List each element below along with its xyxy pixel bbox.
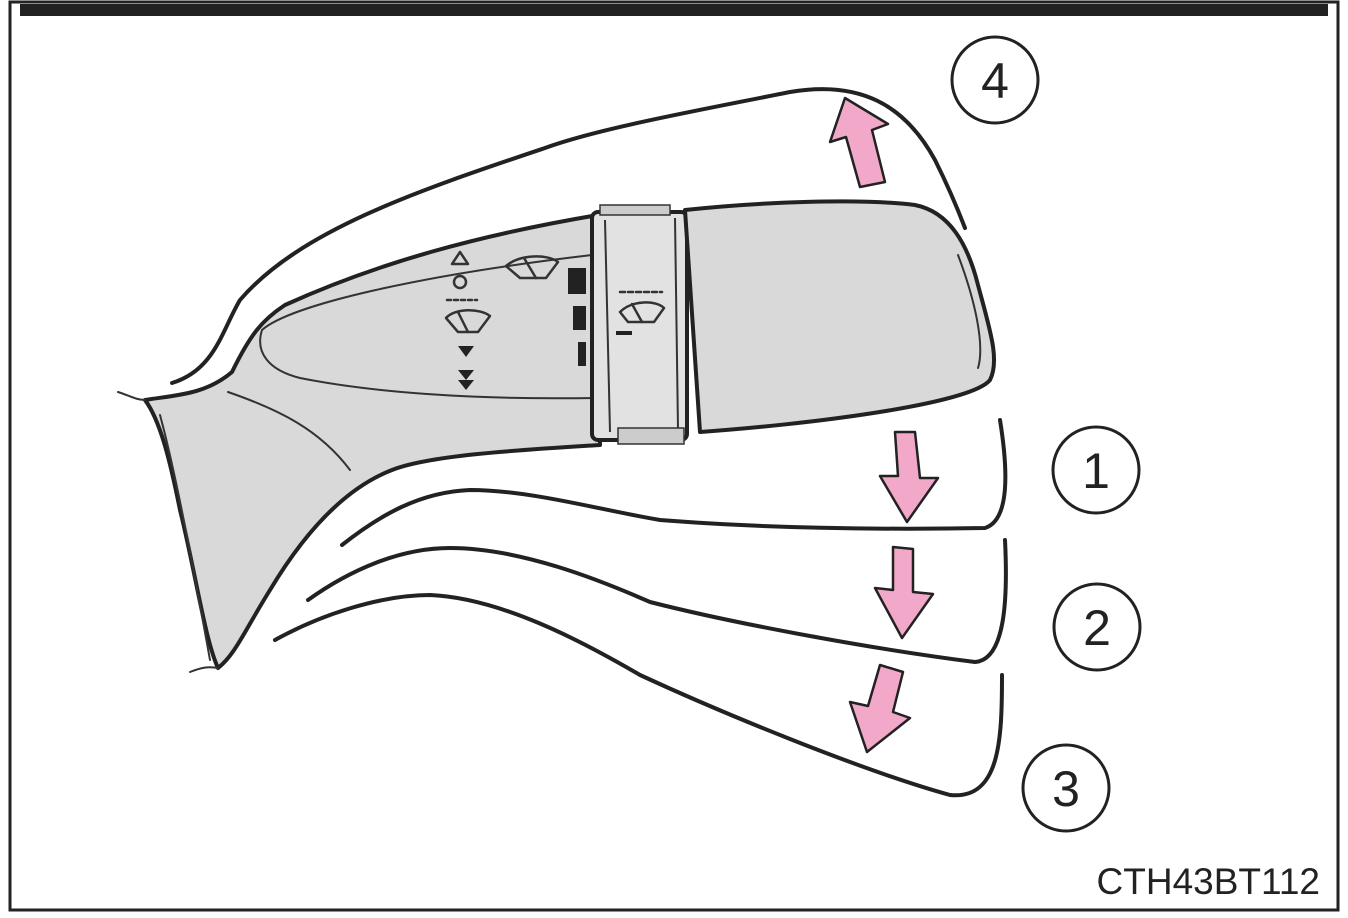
collar-grip-bottom	[617, 427, 685, 445]
lever-stalk	[143, 213, 602, 670]
position-4-contour	[170, 87, 967, 385]
arrow-up-position-4	[828, 96, 890, 189]
diagram-border	[8, 0, 1340, 912]
stalk-edge	[159, 414, 211, 661]
position-1-contour	[340, 418, 1008, 547]
label-position-4-text: 4	[981, 53, 1009, 109]
stalk-panel	[259, 254, 597, 400]
mist-triangle-icon	[450, 250, 470, 266]
label-position-3: 3	[1021, 743, 1111, 833]
label-position-2-text: 2	[1083, 600, 1111, 656]
collar-line-right	[674, 217, 679, 431]
stalk-foot	[189, 666, 219, 673]
front-washer-icon	[616, 290, 666, 335]
speed-bars	[568, 268, 586, 366]
off-circle-icon	[452, 274, 468, 290]
arrow-down-position-2	[873, 545, 935, 640]
stalk-tail	[117, 391, 146, 401]
arrow-down-position-3	[848, 663, 912, 754]
label-position-4: 4	[950, 35, 1040, 125]
intermittent-wiper-icon	[444, 298, 492, 334]
knob-edge	[957, 254, 982, 369]
lever-knob	[683, 199, 997, 434]
figure-code: CTH43BT112	[1097, 861, 1320, 902]
top-bar	[20, 4, 1328, 16]
collar-grip-top	[599, 204, 671, 216]
low-speed-arrow-icon	[458, 346, 474, 357]
arrow-down-position-1	[878, 430, 940, 524]
label-position-2: 2	[1052, 582, 1142, 672]
position-3-contour	[273, 593, 1004, 798]
label-position-1: 1	[1051, 425, 1141, 515]
label-position-1-text: 1	[1082, 443, 1110, 499]
high-speed-double-arrow-icon	[458, 370, 474, 390]
position-2-contour	[306, 538, 1008, 664]
wiper-icon	[504, 255, 560, 280]
collar-line-left	[604, 219, 611, 433]
label-position-3-text: 3	[1052, 761, 1080, 817]
stalk-crease	[227, 391, 351, 471]
